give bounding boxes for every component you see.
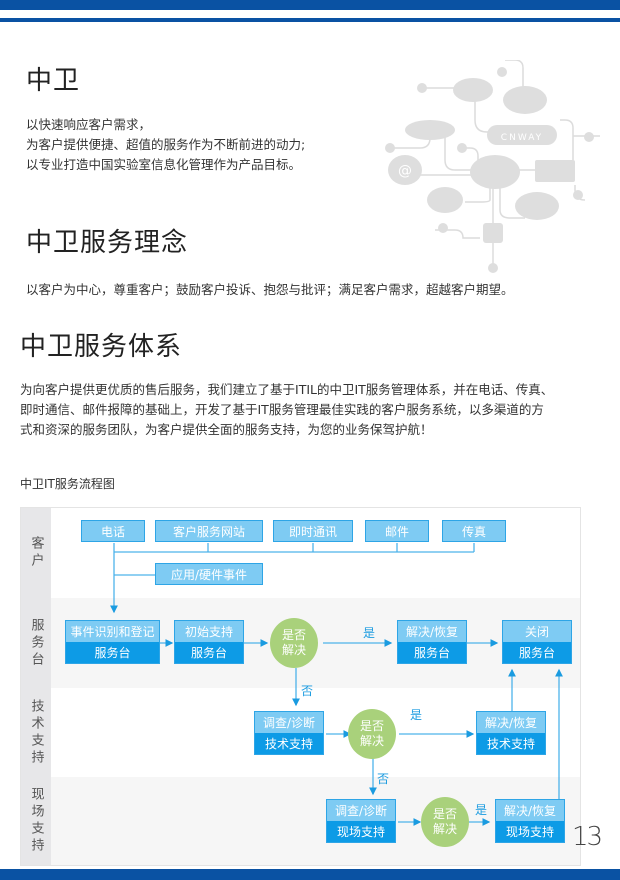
step-tech-diagnose: 调查/诊断技术支持 — [254, 711, 324, 755]
lane-customer: 客户 — [21, 508, 580, 598]
system-line: 式和资深的服务团队，为客户提供全面的服务支持，为您的业务保驾护航！ — [20, 422, 433, 437]
decision-field: 是否解决 — [421, 797, 469, 847]
step-identify: 事件识别和登记服务台 — [65, 620, 160, 664]
step-desk-resolve: 解决/恢复服务台 — [397, 620, 467, 664]
no-label: 否 — [301, 684, 314, 698]
decision-desk: 是否解决 — [270, 618, 318, 668]
flowchart-caption: 中卫IT服务流程图 — [20, 477, 115, 491]
page-number: 13 — [572, 822, 603, 852]
intro-line: 以快速响应客户需求， — [26, 117, 152, 132]
top-rule — [0, 18, 620, 22]
top-band — [0, 0, 620, 10]
system-line: 为向客户提供更优质的售后服务，我们建立了基于ITIL的中卫IT服务管理体系，并在… — [20, 382, 554, 397]
channel-im: 即时通讯 — [273, 520, 353, 542]
step-close: 关闭服务台 — [502, 620, 572, 664]
cnway-logo-text: CNWAY — [501, 133, 543, 143]
channel-fax: 传真 — [442, 520, 506, 542]
step-field-diagnose: 调查/诊断现场支持 — [326, 799, 396, 843]
section-title-zhongwei: 中卫 — [26, 66, 81, 96]
lane-label: 现场支持 — [21, 777, 51, 865]
system-text: 为向客户提供更优质的售后服务，我们建立了基于ITIL的中卫IT服务管理体系，并在… — [20, 380, 553, 440]
yes-label: 是 — [475, 803, 488, 817]
step-tech-resolve: 解决/恢复技术支持 — [476, 711, 546, 755]
yes-label: 是 — [363, 626, 376, 640]
section-title-philosophy: 中卫服务理念 — [26, 228, 189, 258]
svg-text:@: @ — [398, 163, 412, 179]
yes-label: 是 — [410, 708, 423, 722]
section-title-system: 中卫服务体系 — [20, 332, 183, 362]
step-initial-support: 初始支持服务台 — [174, 620, 244, 664]
network-illustration: CNWAY @ — [385, 60, 600, 273]
intro-text: 以快速响应客户需求， 为客户提供便捷、超值的服务作为不断前进的动力; 以专业打造… — [26, 115, 305, 175]
channel-email: 邮件 — [365, 520, 429, 542]
step-field-resolve: 解决/恢复现场支持 — [495, 799, 565, 843]
intro-line: 以专业打造中国实验室信息化管理作为产品目标。 — [26, 157, 302, 172]
lane-label: 服务台 — [21, 598, 51, 688]
channel-website: 客户服务网站 — [155, 520, 263, 542]
it-service-flowchart: 客户 服务台 技术支持 现场支持 电话 客户服务网站 即时通讯 邮件 传真 应用… — [20, 507, 581, 866]
system-line: 即时通信、邮件报障的基础上，开发了基于IT服务管理最佳实践的客户服务系统，以多渠… — [20, 402, 544, 417]
decision-tech: 是否解决 — [348, 709, 396, 759]
channel-phone: 电话 — [81, 520, 145, 542]
lane-tech-support: 技术支持 — [21, 688, 580, 777]
lane-label: 客户 — [21, 508, 51, 598]
lane-label: 技术支持 — [21, 688, 51, 777]
intro-line: 为客户提供便捷、超值的服务作为不断前进的动力; — [26, 137, 306, 152]
event-app-hardware: 应用/硬件事件 — [155, 563, 263, 585]
no-label: 否 — [377, 772, 390, 786]
bottom-band — [0, 869, 620, 880]
flow-connectors — [110, 543, 563, 826]
philosophy-text: 以客户为中心，尊重客户；鼓励客户投诉、抱怨与批评；满足客户需求，超越客户期望。 — [26, 282, 514, 297]
